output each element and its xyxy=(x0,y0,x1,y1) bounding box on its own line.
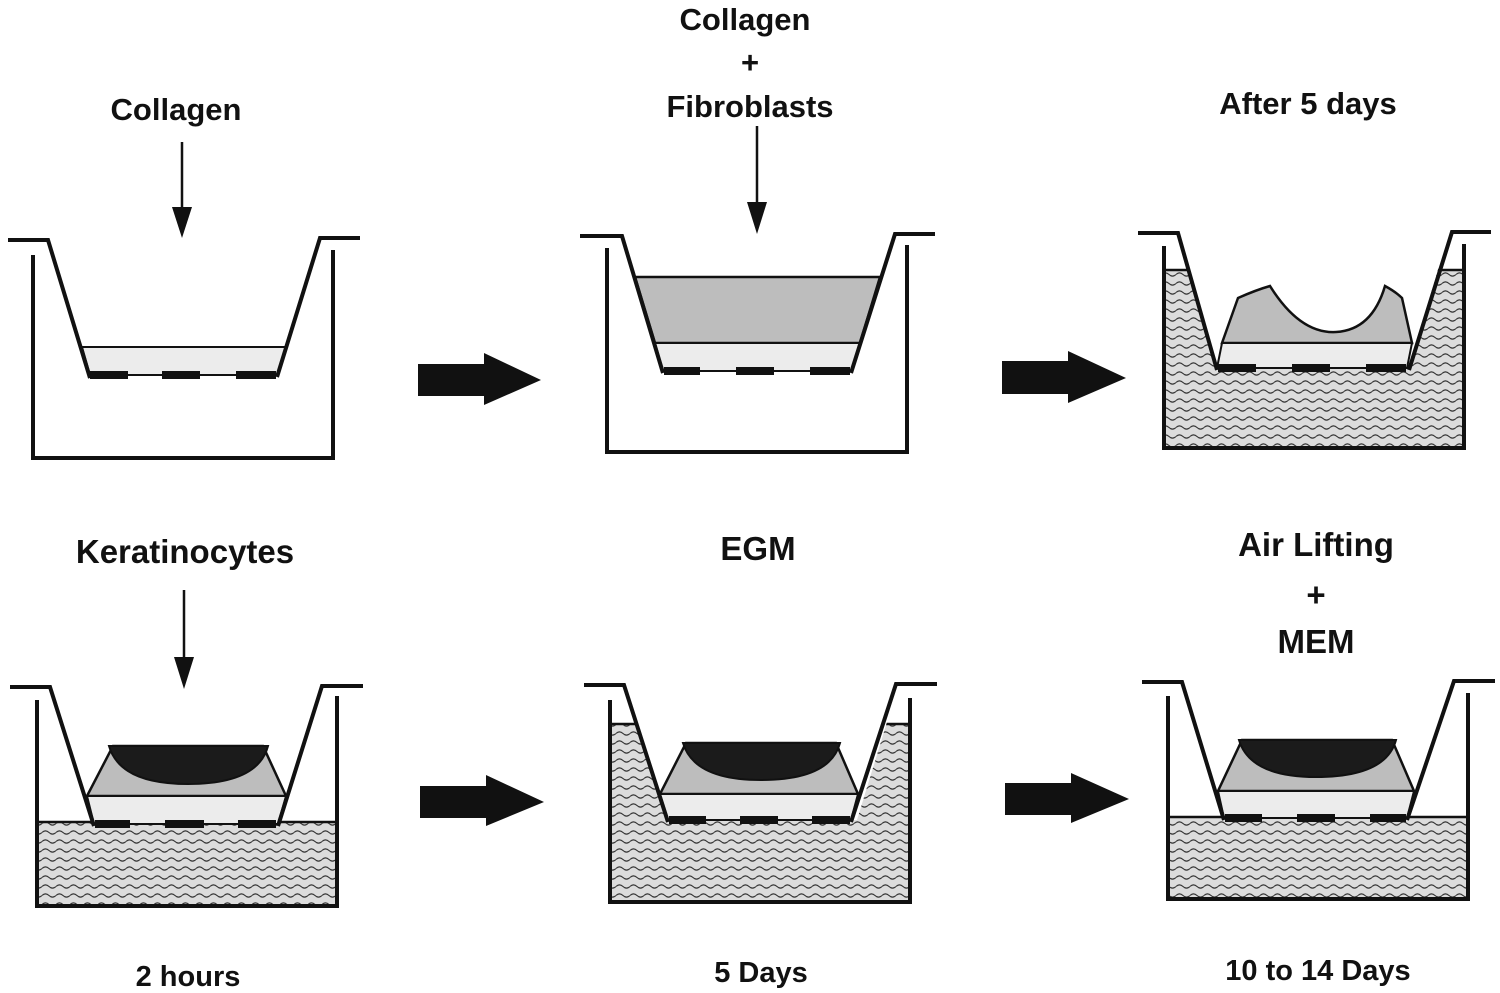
caption-10-to-14-days: 10 to 14 Days xyxy=(1225,955,1410,987)
panel-collagen-fibroblasts: Collagen + Fibroblasts xyxy=(580,2,935,454)
culture-well xyxy=(10,684,363,908)
collagen-fibroblast-gel xyxy=(633,275,882,345)
down-arrow-icon xyxy=(174,590,194,689)
label-after-5-days: After 5 days xyxy=(1219,86,1396,121)
label-air-lifting: Air Lifting xyxy=(1238,526,1394,563)
down-arrow-icon xyxy=(747,126,767,234)
culture-well xyxy=(1138,230,1491,450)
culture-well xyxy=(1142,679,1495,901)
culture-medium xyxy=(1168,817,1468,899)
culture-well xyxy=(8,236,360,460)
process-arrow-icon xyxy=(420,775,544,826)
label-keratinocytes: Keratinocytes xyxy=(76,533,294,570)
keratinocyte-layer xyxy=(1237,739,1398,779)
label-fibroblasts: Fibroblasts xyxy=(666,89,833,124)
culture-well xyxy=(580,232,935,454)
caption-5-days: 5 Days xyxy=(714,957,808,989)
panel-air-lifting: Air Lifting + MEM 10 to 14 Days xyxy=(1142,526,1495,987)
process-arrow-icon xyxy=(1002,351,1126,403)
label-collagen-2: Collagen xyxy=(680,2,811,37)
panel-keratinocytes: Keratinocytes 2 hours xyxy=(10,533,363,993)
process-arrow-icon xyxy=(418,353,541,405)
label-plus-2: + xyxy=(1306,576,1325,613)
keratinocyte-layer xyxy=(107,745,270,786)
label-egm: EGM xyxy=(720,530,795,567)
keratinocyte-layer xyxy=(681,742,842,782)
down-arrow-icon xyxy=(172,142,192,238)
caption-2-hours: 2 hours xyxy=(136,961,241,993)
culture-medium xyxy=(37,822,337,906)
panel-collagen-coating: Collagen xyxy=(8,92,360,460)
contracted-gel xyxy=(1220,284,1414,345)
culture-well xyxy=(584,682,937,904)
label-plus: + xyxy=(741,45,759,80)
label-collagen: Collagen xyxy=(111,92,242,127)
panel-after-5-days: After 5 days xyxy=(1138,86,1491,450)
label-mem: MEM xyxy=(1278,623,1355,660)
process-arrow-icon xyxy=(1005,773,1129,823)
panel-egm: EGM 5 Days xyxy=(584,530,937,989)
